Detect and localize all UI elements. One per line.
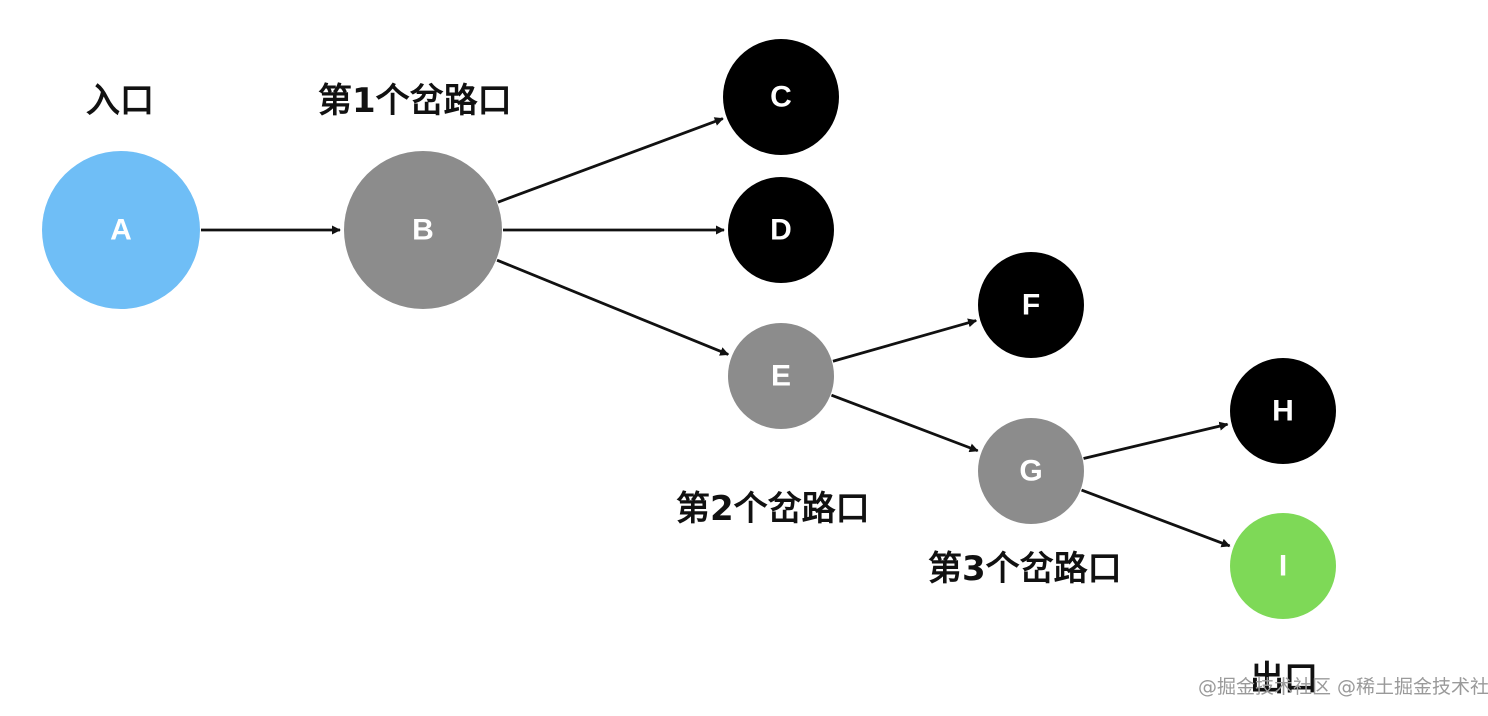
junction-2-caption: 第2个岔路口 [676, 489, 870, 529]
node-a: A [42, 151, 200, 309]
node-f-label: F [1022, 289, 1040, 322]
junction-1-caption: 第1个岔路口 [318, 81, 512, 121]
node-b: B [344, 151, 502, 309]
node-e: E [728, 323, 834, 429]
node-i-label: I [1279, 550, 1287, 583]
node-a-label: A [110, 214, 132, 247]
node-d-circle [728, 177, 834, 283]
node-e-circle [728, 323, 834, 429]
node-e-label: E [771, 360, 791, 393]
node-b-circle [344, 151, 502, 309]
node-f: F [978, 252, 1084, 358]
node-h-label: H [1272, 395, 1294, 428]
node-h: H [1230, 358, 1336, 464]
node-f-circle [978, 252, 1084, 358]
node-g: G [978, 418, 1084, 524]
node-c: C [723, 39, 839, 155]
node-a-circle [42, 151, 200, 309]
node-i-circle [1230, 513, 1336, 619]
node-g-label: G [1019, 455, 1042, 488]
node-c-circle [723, 39, 839, 155]
node-h-circle [1230, 358, 1336, 464]
edge-g-h [1083, 421, 1229, 460]
nodes-layer: A B C D E F G H I [42, 39, 1336, 619]
node-d: D [728, 177, 834, 283]
watermark: @掘金技术社区 @稀土掘金技术社区 [1198, 676, 1488, 698]
edge-b-c [497, 117, 724, 204]
node-d-label: D [770, 214, 792, 247]
edge-g-i [1081, 488, 1231, 548]
node-c-label: C [770, 81, 792, 114]
node-g-circle [978, 418, 1084, 524]
node-b-label: B [412, 214, 434, 247]
edges-layer [201, 117, 1231, 548]
exit-caption: 出口 [1250, 659, 1318, 699]
edge-b-e [496, 258, 730, 356]
node-i: I [1230, 513, 1336, 619]
entry-caption: 入口 [86, 81, 154, 121]
junction-3-caption: 第3个岔路口 [928, 549, 1122, 589]
edge-e-f [832, 318, 978, 363]
edge-e-g [830, 393, 979, 453]
